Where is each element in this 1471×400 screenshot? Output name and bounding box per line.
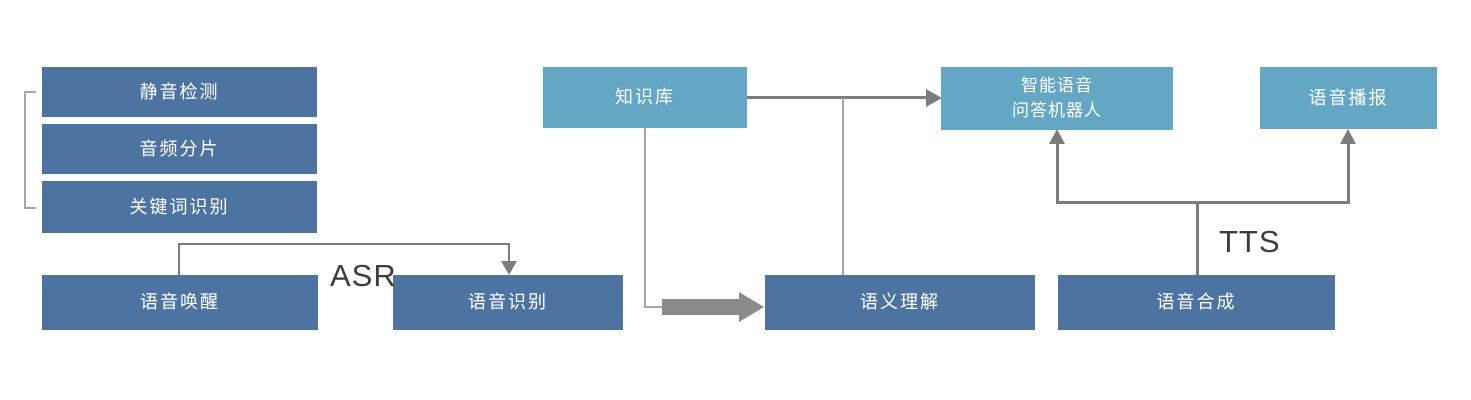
node-audio-slicing: 音频分片 xyxy=(42,124,317,174)
node-keyword-recognition: 关键词识别 xyxy=(42,181,317,233)
tts-horizontal xyxy=(1056,201,1350,204)
tts-left-vertical xyxy=(1056,143,1059,201)
node-speech-recognition: 语音识别 xyxy=(393,275,623,330)
tts-right-vertical xyxy=(1347,143,1350,201)
asr-connector-right-vertical xyxy=(508,243,510,262)
node-silence-detection: 静音检测 xyxy=(42,67,317,117)
kb-to-robot-arrowhead-icon xyxy=(926,89,942,107)
thick-arrow-body xyxy=(662,299,739,315)
node-knowledge-base-label: 知识库 xyxy=(615,87,675,108)
tts-stem-vertical xyxy=(1196,202,1199,275)
asr-connector-horizontal xyxy=(178,243,510,245)
node-qa-robot-label-line1: 智能语音 xyxy=(1021,75,1093,95)
tts-label: TTS xyxy=(1219,224,1281,259)
node-speech-synthesis-label: 语音合成 xyxy=(1156,292,1237,313)
kb-to-robot-horizontal xyxy=(747,96,927,99)
asr-connector-left-vertical xyxy=(178,244,180,275)
node-keyword-recognition-label: 关键词识别 xyxy=(129,196,230,217)
tts-left-arrowhead-icon xyxy=(1049,129,1065,144)
node-speech-synthesis: 语音合成 xyxy=(1058,275,1335,330)
asr-arrowhead-icon xyxy=(501,261,517,275)
node-audio-slicing-label: 音频分片 xyxy=(139,138,220,159)
kb-stem-elbow xyxy=(644,306,666,308)
group-bracket-bottom-tick xyxy=(24,207,36,209)
tts-right-arrowhead-icon xyxy=(1340,129,1356,144)
node-semantic-understanding: 语义理解 xyxy=(765,275,1035,330)
node-voice-broadcast-label: 语音播报 xyxy=(1308,87,1389,108)
node-voice-wakeup: 语音唤醒 xyxy=(42,275,318,330)
group-bracket-vertical xyxy=(24,91,26,209)
node-knowledge-base: 知识库 xyxy=(543,67,747,128)
node-voice-broadcast: 语音播报 xyxy=(1260,67,1437,129)
kb-stem-vertical xyxy=(644,128,646,308)
node-qa-robot: 智能语音 问答机器人 xyxy=(941,67,1173,130)
node-silence-detection-label: 静音检测 xyxy=(139,81,220,102)
group-bracket-top-tick xyxy=(24,91,36,93)
asr-label: ASR xyxy=(330,258,397,293)
node-qa-robot-label-line2: 问答机器人 xyxy=(1012,100,1102,120)
node-semantic-understanding-label: 语义理解 xyxy=(860,292,940,313)
nlu-branch-vertical xyxy=(842,98,844,275)
node-voice-wakeup-label: 语音唤醒 xyxy=(140,292,220,313)
thick-arrowhead-icon xyxy=(739,292,764,322)
node-speech-recognition-label: 语音识别 xyxy=(468,292,548,313)
